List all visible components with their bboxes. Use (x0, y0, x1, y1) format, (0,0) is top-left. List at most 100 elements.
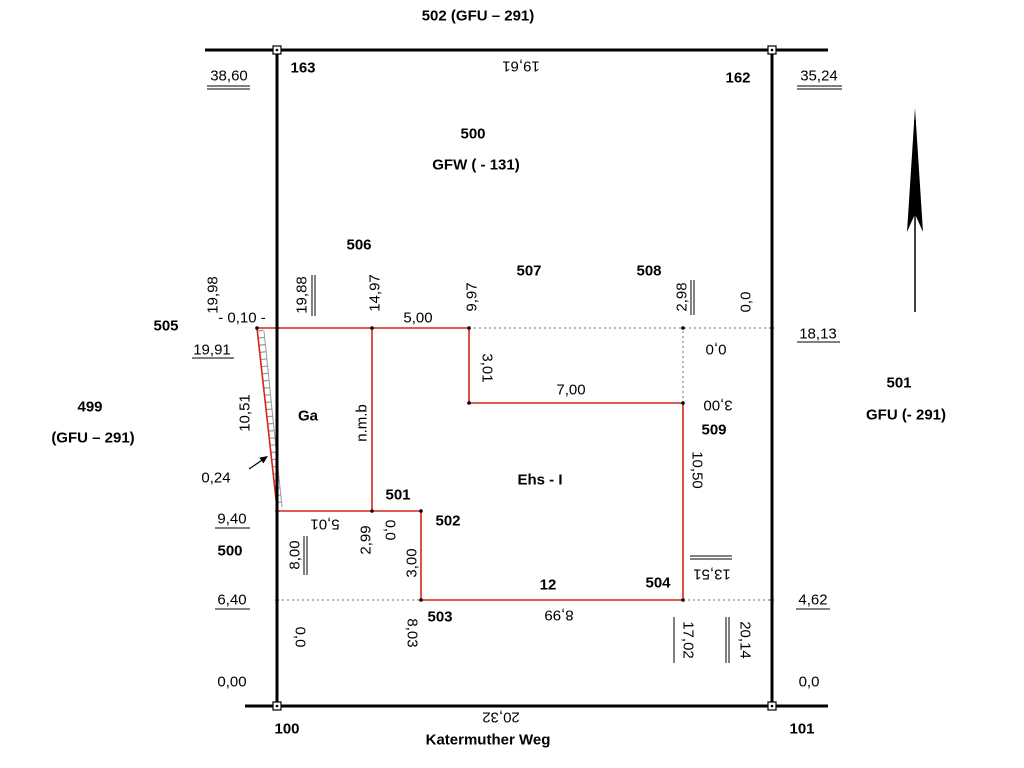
measure-garage-slant: 10,51 (237, 394, 254, 432)
measure-top-507: 9,97 (464, 282, 481, 311)
measure-east-front: 4,62 (798, 592, 827, 609)
measure-509-504: 10,50 (689, 451, 706, 489)
measure-front-west: 0,0 (292, 627, 309, 648)
point-502: 502 (435, 513, 460, 530)
measure-east-162: 35,24 (800, 68, 838, 85)
measure-north-side: 19,61 (502, 58, 540, 75)
measure-north-house: 7,00 (556, 382, 585, 399)
measure-508-509: 3,00 (703, 397, 732, 414)
measure-top-505: 19,98 (205, 276, 222, 314)
point-dot (681, 326, 685, 330)
boundary-markers (272, 45, 777, 711)
measure-garage-south: 5,01 (310, 516, 339, 533)
wall-hatch (257, 329, 283, 508)
measure-underlines (192, 85, 842, 663)
measure-top-east: 0,0 (738, 292, 755, 313)
marker-dot-100 (275, 704, 279, 708)
measure-west-500: 9,40 (217, 511, 246, 528)
leader-arrow-head (259, 456, 268, 464)
measure-front-east: 20,14 (737, 621, 754, 659)
point-163: 163 (290, 60, 315, 77)
measure-west-100: 0,00 (217, 674, 246, 691)
point-dot (275, 509, 279, 513)
parcel-boundaries (205, 48, 828, 708)
measure-east-house: 13,51 (693, 566, 731, 583)
marker-dot-163 (275, 48, 279, 52)
measure-offset-501: 0,0 (382, 520, 399, 541)
measure-507-down: 3,01 (479, 353, 496, 382)
point-dot (419, 598, 423, 602)
parcel-use: GFW ( - 131) (432, 157, 520, 174)
building-outlines (256, 327, 684, 601)
point-dot (419, 509, 423, 513)
neighbor-north-label: 502 (GFU – 291) (422, 8, 535, 25)
point-162: 162 (725, 70, 750, 87)
point-dot (770, 326, 774, 330)
point-504: 504 (645, 575, 671, 592)
point-503: 503 (427, 609, 452, 626)
measure-offset-505: - 0,10 - (218, 310, 266, 327)
measure-offset-slant: 0,24 (201, 470, 230, 487)
measure-top-508: 2,98 (674, 282, 691, 311)
measure-south-house: 8,99 (544, 607, 573, 624)
wall-note: n.m.b (354, 404, 371, 442)
point-dot (770, 598, 774, 602)
point-100: 100 (274, 721, 299, 738)
parcel-number: 500 (460, 126, 485, 143)
point-dot (681, 401, 685, 405)
point-506: 506 (346, 237, 371, 254)
north-arrow-icon (907, 108, 923, 312)
neighbor-west-use: (GFU – 291) (51, 430, 134, 447)
measure-506-507: 5,00 (403, 310, 432, 327)
measure-south-side: 20,32 (482, 709, 520, 726)
measure-501: 2,99 (358, 525, 375, 554)
measure-top-corner: 19,88 (294, 276, 311, 314)
wall-hatch-line (263, 330, 283, 508)
neighbor-west-number: 499 (77, 399, 102, 416)
point-509: 509 (701, 422, 726, 439)
neighbor-east-use: GFU (- 291) (866, 407, 946, 424)
measure-garage-depth: 8,00 (287, 540, 304, 569)
survey-points (255, 326, 774, 602)
point-508: 508 (636, 263, 661, 280)
house-number: 12 (540, 577, 557, 594)
measure-west-505: 19,91 (193, 342, 231, 359)
point-dot (275, 326, 279, 330)
street-name: Katermuther Weg (426, 732, 551, 749)
wall-hatch-ticks (257, 329, 283, 508)
house-label: Ehs - I (517, 472, 562, 489)
labels: 502 (GFU – 291) 499 (GFU – 291) 501 GFU … (51, 8, 946, 749)
measure-east-101: 0,0 (799, 674, 820, 691)
point-dot (255, 326, 259, 330)
neighbor-east-number: 501 (886, 375, 911, 392)
measure-top-506: 14,97 (367, 274, 384, 312)
marker-centers (275, 48, 774, 708)
point-101: 101 (789, 721, 814, 738)
garage-label: Ga (298, 408, 319, 425)
measure-502-503: 3,00 (404, 548, 421, 577)
wall-505-500-slanted (256, 327, 278, 509)
measure-offset-508: 0,0 (706, 341, 727, 358)
north-arrow-head (907, 108, 923, 232)
measure-west-front: 6,40 (217, 592, 246, 609)
measure-front-504: 17,02 (680, 621, 697, 659)
point-500: 500 (217, 543, 242, 560)
point-dot (681, 598, 685, 602)
measure-front-503: 8,03 (404, 618, 421, 647)
leader-arrow (248, 456, 268, 470)
leader-arrow-line (248, 459, 264, 470)
point-dot (467, 401, 471, 405)
auxiliary-lines (277, 327, 772, 601)
point-dot (370, 509, 374, 513)
measure-east-508: 18,13 (799, 326, 837, 343)
marker-dot-101 (770, 704, 774, 708)
point-501: 501 (385, 487, 410, 504)
point-507: 507 (516, 263, 541, 280)
point-dot (467, 326, 471, 330)
measure-west-163: 38,60 (210, 68, 248, 85)
marker-dot-162 (770, 48, 774, 52)
point-505: 505 (153, 318, 178, 335)
point-dot (370, 326, 374, 330)
point-dot (275, 598, 279, 602)
